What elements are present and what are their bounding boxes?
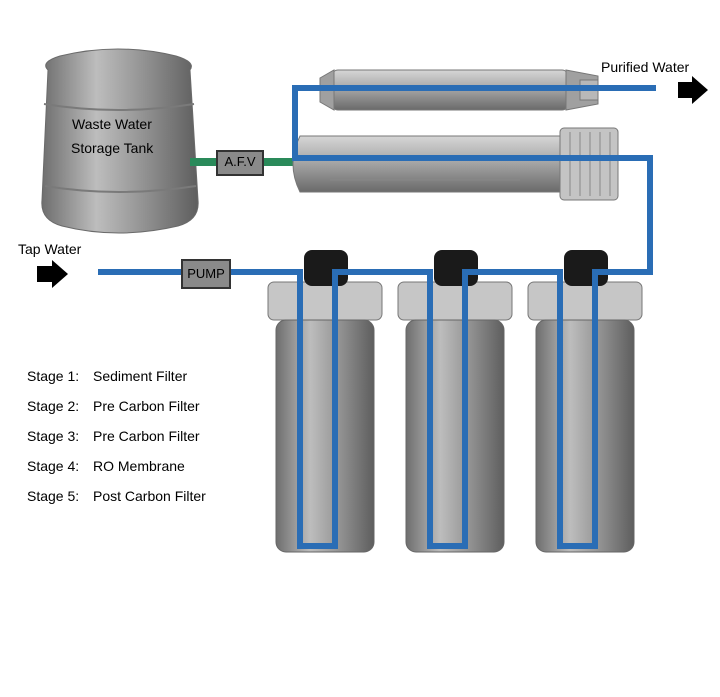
- afv-valve: A.F.V: [216, 150, 264, 176]
- filter-housing-3: [527, 250, 643, 553]
- stage-row: Stage 2: Pre Carbon Filter: [27, 398, 206, 428]
- filter-housing-1: [267, 250, 383, 553]
- stage-name: Pre Carbon Filter: [93, 428, 200, 444]
- filter-housing-2: [397, 250, 513, 553]
- stage-name: Pre Carbon Filter: [93, 398, 200, 414]
- inlet-arrow-icon: [37, 260, 68, 288]
- pump: PUMP: [181, 259, 231, 289]
- tap-water-label: Tap Water: [18, 241, 82, 257]
- outlet-arrow-icon: [678, 76, 708, 104]
- water-pipe: [98, 85, 656, 549]
- stage-name: Sediment Filter: [93, 368, 188, 384]
- stage-number: Stage 3:: [27, 428, 80, 444]
- ro-membrane-housing: [292, 127, 619, 201]
- waste-water-tank: [41, 48, 199, 234]
- stage-name: RO Membrane: [93, 458, 185, 474]
- tank-label-line1: Waste Water: [72, 116, 152, 132]
- stage-number: Stage 1:: [27, 368, 80, 384]
- tank-label-line2: Storage Tank: [71, 140, 154, 156]
- stage-number: Stage 2:: [27, 398, 80, 414]
- purified-water-label: Purified Water: [601, 59, 690, 75]
- stage-number: Stage 4:: [27, 458, 80, 474]
- stage-legend: Stage 1: Sediment Filter Stage 2: Pre Carb…: [27, 368, 206, 518]
- stage-row: Stage 4: RO Membrane: [27, 458, 206, 488]
- stage-row: Stage 5: Post Carbon Filter: [27, 488, 206, 518]
- stage-number: Stage 5:: [27, 488, 80, 504]
- stage-row: Stage 3: Pre Carbon Filter: [27, 428, 206, 458]
- stage-name: Post Carbon Filter: [93, 488, 206, 504]
- stage-row: Stage 1: Sediment Filter: [27, 368, 206, 398]
